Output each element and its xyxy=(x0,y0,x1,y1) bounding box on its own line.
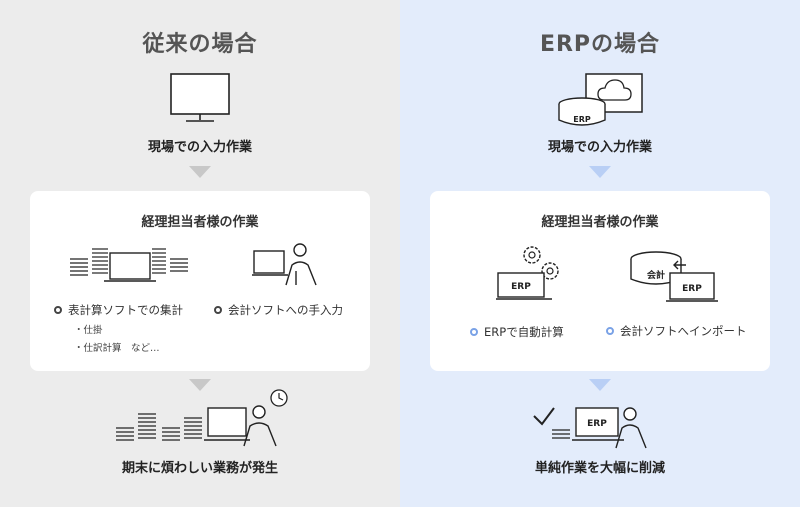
gear-laptop-icon: ERP xyxy=(496,246,559,300)
server-cloud-icon: ERP xyxy=(558,73,643,126)
bullet-import: 会計ソフトへインポート xyxy=(606,323,747,339)
person-laptop-icon xyxy=(252,243,317,286)
down-arrow xyxy=(589,166,611,178)
erp-tag: ERP xyxy=(573,115,591,124)
bullet-dot xyxy=(214,305,222,314)
conventional-work-card: 経理担当者様の作業 表計算ソフトでの集計 会計ソフトへの手入力 xyxy=(30,191,370,371)
bullet-dot xyxy=(54,305,62,314)
bullet-spreadsheet: 表計算ソフトでの集計 xyxy=(54,302,183,318)
spreadsheet-laptop-icon xyxy=(70,248,188,282)
kaikei-tag: 会計 xyxy=(647,269,665,281)
checkmark-icon xyxy=(533,407,555,426)
bullet-auto-calc: ERPで自動計算 xyxy=(470,324,564,340)
erp-bottom-label: 単純作業を大幅に削減 xyxy=(534,461,665,476)
conventional-top-label: 現場での入力作業 xyxy=(147,140,252,155)
bullet-manual-input: 会計ソフトへの手入力 xyxy=(214,302,343,318)
down-arrow xyxy=(189,166,211,178)
erp-tag: ERP xyxy=(587,419,607,429)
card-title: 経理担当者様の作業 xyxy=(141,215,259,230)
down-arrow xyxy=(589,379,611,391)
down-arrow xyxy=(189,379,211,391)
conventional-bottom-label: 期末に煩わしい業務が発生 xyxy=(121,461,278,476)
bullet-text: 表計算ソフトでの集計 xyxy=(68,303,183,317)
conventional-panel: 従来の場合 現場での入力作業 経理担当者様の作業 xyxy=(0,0,400,507)
card-title: 経理担当者様の作業 xyxy=(541,215,659,230)
erp-top-label: 現場での入力作業 xyxy=(547,140,652,155)
bullet-text: 会計ソフトへの手入力 xyxy=(228,303,343,317)
busy-work-icon xyxy=(116,389,288,447)
monitor-icon xyxy=(170,73,230,122)
bullet-dot xyxy=(606,326,614,335)
sub-item-journal: ・仕訳計算 など… xyxy=(74,343,160,354)
sub-item-wip: ・仕掛 xyxy=(74,325,103,336)
erp-tag: ERP xyxy=(682,284,702,294)
erp-work-card: 経理担当者様の作業 ERP 会計 ERP ERPで自動計算 会計ソフ xyxy=(430,191,770,371)
bullet-text: 会計ソフトへインポート xyxy=(620,324,747,338)
database-import-icon: 会計 ERP xyxy=(630,251,718,302)
conventional-title: 従来の場合 xyxy=(142,32,258,57)
erp-title: ERPの場合 xyxy=(539,32,661,57)
erp-panel: ERPの場合 ERP 現場での入力作業 経理担当者様の作業 ERP xyxy=(400,0,800,507)
bullet-dot xyxy=(470,327,478,336)
simplified-work-icon: ERP xyxy=(533,407,647,449)
erp-tag: ERP xyxy=(511,282,531,292)
bullet-text: ERPで自動計算 xyxy=(484,325,564,339)
